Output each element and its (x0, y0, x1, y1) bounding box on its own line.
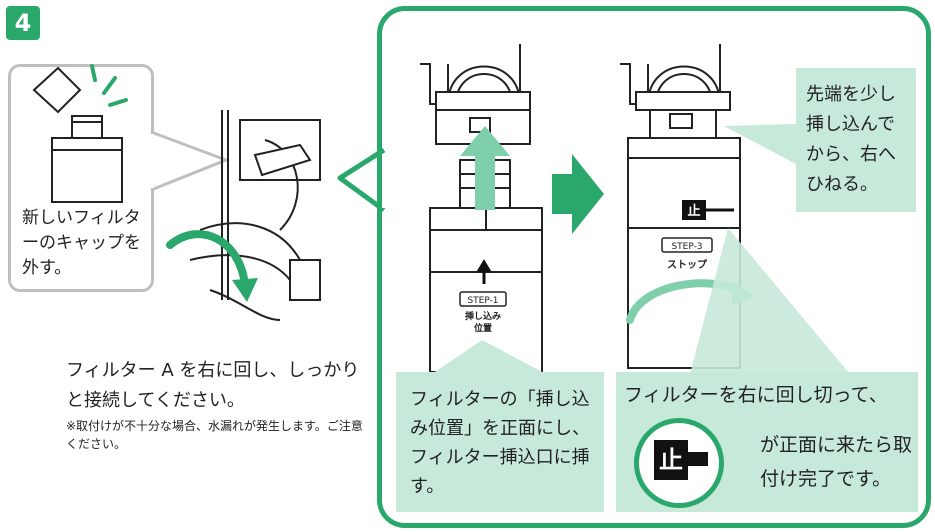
zoom-pointer (337, 147, 386, 213)
step-number-badge: 4 (6, 6, 40, 40)
completion-head-text: フィルターを右に回し切って、 (624, 384, 888, 406)
rotate-arrow-icon (166, 230, 258, 302)
filter-steps-illustration: STEP-1 挿し込み 位置 止 STEP-3 ストップ (420, 44, 850, 374)
svg-text:位置: 位置 (474, 322, 492, 334)
main-instruction: フィルター A を右に回し、しっかりと接続してください。 (66, 360, 360, 411)
stop-mark-icon: 止 (654, 440, 688, 480)
zoom-detail-panel (377, 6, 931, 528)
filter-small-icon (51, 115, 123, 203)
tip-text: 先端を少し挿し込んでから、右へひねる。 (806, 84, 896, 195)
sparkle-icon (90, 64, 128, 107)
tip-box (796, 68, 916, 212)
machine-illustration (189, 110, 321, 321)
completion-body-text: が正面に来たら取付け完了です。 (760, 434, 913, 490)
stop-mark-small: 止 (687, 203, 700, 219)
insert-instruction-box (396, 372, 604, 512)
step1-label: STEP-1 (467, 296, 498, 306)
next-step-arrow-icon (552, 154, 604, 234)
stop-mark-badge (634, 418, 724, 508)
svg-text:挿し込み: 挿し込み (465, 310, 501, 322)
insert-up-arrow-icon (460, 126, 510, 210)
left-illustration (32, 64, 321, 321)
stop-mark-bar (688, 452, 708, 466)
warning-note: ※取付けが不十分な場合、水漏れが発生します。ご注意ください。 (66, 419, 363, 451)
step3-label: STEP-3 (671, 242, 702, 252)
cap-diamond-icon (32, 66, 82, 114)
insert-instruction-text: フィルターの「挿し込み位置」を正面にし、フィルター挿込口に挿す。 (410, 389, 590, 497)
cap-removal-text: 新しいフィルターのキャップを外す。 (22, 208, 141, 278)
stop-label: ストップ (667, 258, 708, 271)
